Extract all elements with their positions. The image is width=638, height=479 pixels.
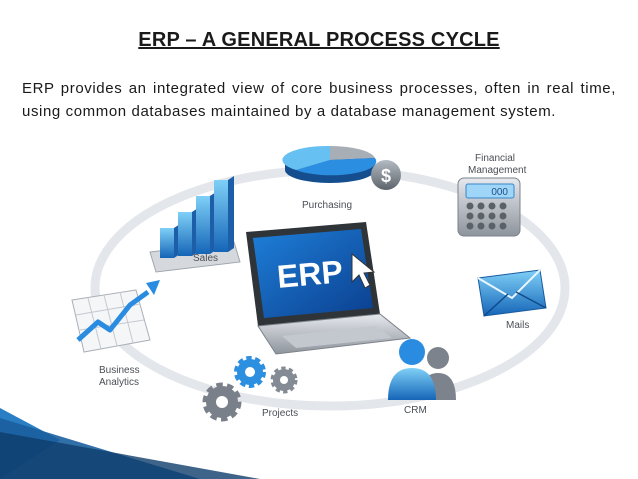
purchasing-module: $ Purchasing	[282, 146, 401, 211]
erp-center-label: ERP	[276, 253, 345, 295]
module-label-line2: Management	[468, 165, 527, 176]
projects-module: Projects	[206, 359, 298, 419]
calculator-display: 000	[491, 187, 508, 198]
envelope-icon	[478, 270, 546, 316]
module-label-line1: Financial	[475, 153, 515, 164]
module-label-line2: Analytics	[99, 377, 139, 388]
pie-chart-dollar-icon: $	[282, 146, 401, 190]
module-label: Sales	[193, 253, 218, 264]
calculator-icon: 000	[458, 178, 520, 236]
erp-laptop: ERP	[246, 222, 410, 354]
financial-module: Financial Management 000	[458, 153, 527, 236]
mails-module: Mails	[478, 270, 546, 331]
people-icon	[388, 339, 456, 400]
svg-text:$: $	[381, 166, 391, 186]
module-label: Projects	[262, 408, 298, 419]
module-label: Purchasing	[302, 200, 352, 211]
module-label: CRM	[404, 405, 427, 416]
module-label: Mails	[506, 320, 529, 331]
line-chart-icon	[72, 280, 160, 352]
analytics-module: Business Analytics	[72, 280, 160, 388]
module-label-line1: Business	[99, 365, 140, 376]
